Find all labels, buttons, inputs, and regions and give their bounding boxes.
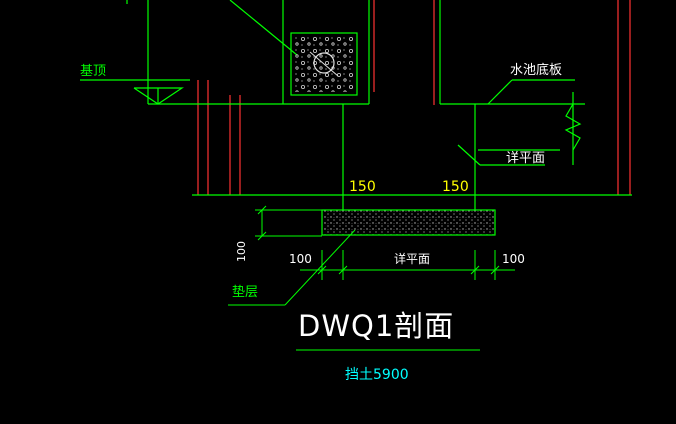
section-title: DWQ1剖面 (298, 309, 454, 343)
dimension-100-height: 100 (235, 241, 248, 262)
dimension-100-left: 100 (289, 252, 312, 266)
dimension-100-right: 100 (502, 252, 525, 266)
tank-bottom-slab-label: 水池底板 (510, 62, 562, 78)
cushion-layer-label: 垫层 (232, 284, 258, 300)
dimension-150-right: 150 (442, 179, 469, 195)
dimension-lines (228, 205, 515, 351)
see-plan-right-label: 详平面 (506, 151, 545, 166)
red-outline-lines (197, 0, 631, 195)
section-subtitle: 挡土5900 (345, 367, 409, 383)
aggregate-embed-box (290, 32, 358, 96)
wall-section-lines (80, 0, 632, 210)
see-plan-bottom-label: 详平面 (394, 251, 430, 266)
dimension-150-left: 150 (349, 179, 376, 195)
foundation-top-label: 基顶 (80, 64, 106, 79)
cushion-layer-slab (321, 209, 496, 236)
